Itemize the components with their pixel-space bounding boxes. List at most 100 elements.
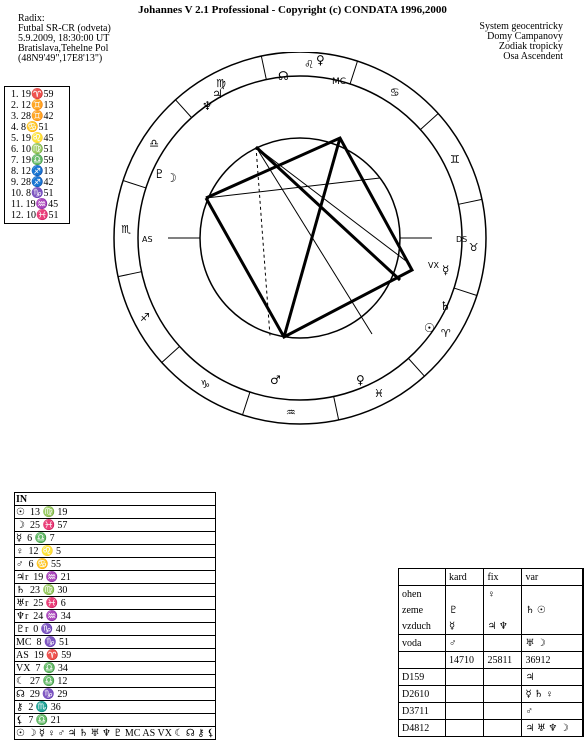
aspect-line: [205, 177, 381, 199]
sign-boundary-line: [453, 287, 478, 296]
aspect-row: ⚸ 7 ♎ 21: [13, 713, 217, 727]
sign-boundary-line: [122, 180, 147, 189]
sign-boundary-line: [260, 55, 267, 80]
zodiac-sign-glyph: ♍: [216, 77, 226, 90]
system-info-line: Zodiak tropicky: [498, 41, 563, 52]
aspect-line: [255, 146, 411, 265]
elem-cell: ♄ ☉: [521, 602, 583, 618]
aspect-line: [254, 145, 402, 282]
house-cusp: 8. 12♐13: [11, 166, 54, 177]
aspect-row-label: ☊ 29 ♑ 29: [13, 687, 217, 701]
house-cusp: 5. 19♌45: [11, 133, 54, 144]
zodiac-sign-glyph: ♋: [390, 86, 400, 99]
chart-info-line: Bratislava,Tehelne Pol: [18, 43, 109, 54]
house-cusp: 11. 19♒45: [11, 199, 59, 210]
mercury-glyph: ☿: [442, 263, 449, 277]
aspect-row-label: ♄ 23 ♍ 30: [13, 583, 217, 597]
elem-cell: ♇: [445, 602, 485, 618]
elem-header: fix: [483, 569, 523, 586]
sign-boundary-line: [458, 198, 483, 205]
mc-glyph: MC: [332, 77, 346, 87]
sign-ring: [137, 75, 463, 401]
elem-total: 36912: [521, 651, 583, 669]
venus-glyph: ♀: [316, 53, 325, 67]
house-cusp: 4. 8♋51: [11, 122, 49, 133]
aspect-row-label: ☽ 25 ♓ 57: [13, 518, 217, 532]
aspect-row-label: VX 7 ♎ 34: [13, 661, 217, 675]
elem-cell: zeme: [399, 602, 446, 618]
chart-info-line: 5.9.2009, 18:30:00 UT: [18, 33, 110, 44]
aspect-row: ☾ 27 ♎ 12: [13, 674, 217, 688]
house-cusp: 12. 10♓51: [11, 210, 59, 221]
decan-label: D4812: [399, 719, 446, 736]
elem-cell: [483, 602, 523, 618]
decan-label: D2610: [399, 685, 446, 703]
chart-info-line: (48N9'49",17E8'13"): [18, 53, 103, 64]
house-cusp: 2. 12♊13: [11, 100, 54, 111]
decan-cell: ♃: [521, 668, 583, 686]
aspect-row: ♇r 0 ♑ 40: [13, 622, 217, 636]
aspect-row-label: ⚷ 2 ♏ 36: [13, 700, 217, 714]
aspect-row-label: ♅r 25 ♓ 6: [13, 596, 217, 610]
house-cusp: 1. 19♈59: [11, 89, 54, 100]
system-info-line: Domy Campanovy: [487, 31, 563, 42]
elem-cell: voda: [399, 634, 446, 652]
elem-cell: ☿: [445, 618, 485, 635]
elem-cell: ♃ ♆: [483, 618, 523, 635]
aspect-row: ☿ 6 ♎ 7: [13, 531, 217, 545]
system-info-line: Osa Ascendent: [503, 51, 563, 62]
zodiac-sign-glyph: ♈: [441, 327, 451, 340]
moon-glyph: ☽: [166, 171, 177, 185]
aspect-row: ⚷ 2 ♏ 36: [13, 700, 217, 714]
elem-header: var: [521, 569, 583, 586]
aspect-row: ☽ 25 ♓ 57: [13, 518, 217, 532]
zodiac-sign-glyph: ♐: [140, 311, 150, 324]
elem-cell: ♀: [483, 585, 523, 602]
house-cusp: 7. 19♎59: [11, 155, 54, 166]
zodiac-sign-glyph: ♓: [374, 387, 384, 400]
astrological-wheel: ♉♈♓♒♑♐♏♎♍♌♋♊ ☊ ♀ MC ♃ ♆ ♇ ☽ AS DS VX ☿ ♄…: [113, 52, 487, 425]
decan-cell: ♂: [521, 702, 583, 720]
aspect-lines: [204, 136, 415, 340]
sign-boundary-line: [242, 391, 251, 416]
decan-cell: [483, 719, 523, 736]
node-glyph: ☊: [278, 69, 289, 83]
planet-glyphs: ☊ ♀ MC ♃ ♆ ♇ ☽ AS DS VX ☿ ♄ ☉ ♂ ♀: [142, 53, 467, 387]
aspect-header: IN: [13, 492, 217, 506]
elem-cell: [521, 585, 583, 602]
chart-info-line: Radix:: [18, 13, 45, 24]
aspect-row-label: ☿ 6 ♎ 7: [13, 531, 217, 545]
aspect-row-label: ☾ 27 ♎ 12: [13, 674, 217, 688]
aspect-row: ☉ 13 ♍ 19: [13, 505, 217, 519]
saturn-glyph: ♄: [440, 299, 451, 313]
system-info: System geocentricky Domy Campanovy Zodia…: [479, 22, 563, 62]
aspect-row: VX 7 ♎ 34: [13, 661, 217, 675]
elem-total: 14710: [445, 651, 485, 669]
house-cusps-list: 1. 19♈59 2. 12♊13 3. 28♊42 4. 8♋51 5. 19…: [4, 86, 70, 224]
aspect-row: MC 8 ♑ 51: [13, 635, 217, 649]
decan-cell: [445, 685, 485, 703]
decan-cell: [483, 702, 523, 720]
aspect-row: AS 19 ♈ 59: [13, 648, 217, 662]
jupiter-glyph: ♃: [212, 87, 223, 101]
aspect-row: ♆r 24 ♒ 34: [13, 609, 217, 623]
elements-table: kard fix var ohen ♀ zeme ♇ ♄ ☉ vzduch ☿ …: [398, 568, 584, 737]
aspect-row: ♀ 12 ♌ 5: [13, 544, 217, 558]
decan-cell: ♃ ♅ ♆ ☽: [521, 719, 583, 736]
sign-boundary-line: [408, 358, 425, 377]
sign-boundary-line: [161, 346, 180, 363]
house-cusp: 9. 28♐42: [11, 177, 54, 188]
zodiac-sign-glyph: ♒: [286, 406, 296, 419]
aspect-row-label: ♆r 24 ♒ 34: [13, 609, 217, 623]
decan-label: D3711: [399, 702, 446, 720]
aspect-row: ♂ 6 ♋ 55: [13, 557, 217, 571]
aspect-row-label: ♃r 19 ♒ 21: [13, 570, 217, 584]
zodiac-sign-glyph: ♌: [304, 58, 314, 71]
sign-boundary-line: [349, 60, 358, 85]
sign-boundary-line: [333, 396, 340, 421]
app-title: Johannes V 2.1 Professional - Copyright …: [138, 4, 447, 16]
sign-boundary-line: [175, 99, 192, 118]
elem-cell: ohen: [399, 585, 446, 602]
house-cusp: 3. 28♊42: [11, 111, 54, 122]
house-cusp: 10. 8♑51: [11, 188, 54, 199]
